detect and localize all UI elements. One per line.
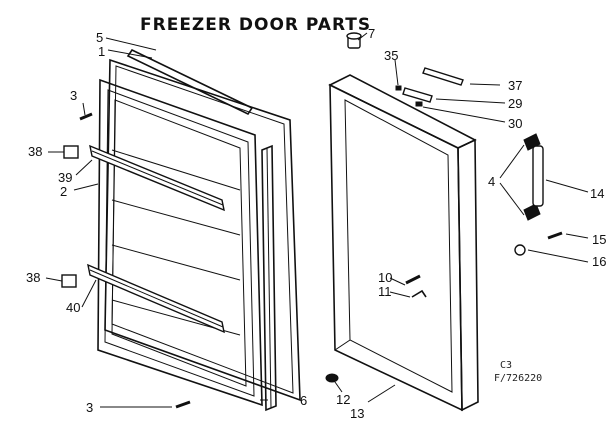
- callout-29: 29: [508, 96, 522, 111]
- callout-35: 35: [384, 48, 398, 63]
- callout-14: 14: [590, 186, 604, 201]
- ref-code-line2: F/726220: [494, 373, 542, 384]
- callout-2: 2: [60, 184, 67, 199]
- callout-labels: 5 1 7 35 37 29 30 3 38 39 2 4 14 15 16 1…: [26, 26, 606, 421]
- callout-15: 15: [592, 232, 606, 247]
- callout-7: 7: [368, 26, 375, 41]
- door-frame: [328, 74, 479, 412]
- callout-3-top: 3: [70, 88, 77, 103]
- callout-39: 39: [58, 170, 72, 185]
- callout-38-bottom: 38: [26, 270, 40, 285]
- callout-5: 5: [96, 30, 103, 45]
- callout-37: 37: [508, 78, 522, 93]
- callout-16: 16: [592, 254, 606, 269]
- callout-13: 13: [350, 406, 364, 421]
- callout-11: 11: [378, 284, 392, 299]
- callout-6: 6: [300, 393, 307, 408]
- leader-lines: [45, 32, 589, 408]
- callout-38-top: 38: [28, 144, 42, 159]
- diagram-title: FREEZER DOOR PARTS: [140, 15, 371, 35]
- callout-30: 30: [508, 116, 522, 131]
- hardware-parts: [61, 32, 563, 409]
- callout-3-bottom: 3: [86, 400, 93, 415]
- callout-4: 4: [488, 174, 495, 189]
- shelf-bar-40: [87, 263, 225, 334]
- callout-12: 12: [336, 392, 350, 407]
- door-gasket: [261, 144, 277, 412]
- callout-40: 40: [66, 300, 80, 315]
- shelf-bar-39: [89, 144, 225, 212]
- callout-1: 1: [98, 44, 105, 59]
- ref-code-line1: C3: [500, 360, 512, 371]
- callout-10: 10: [378, 270, 392, 285]
